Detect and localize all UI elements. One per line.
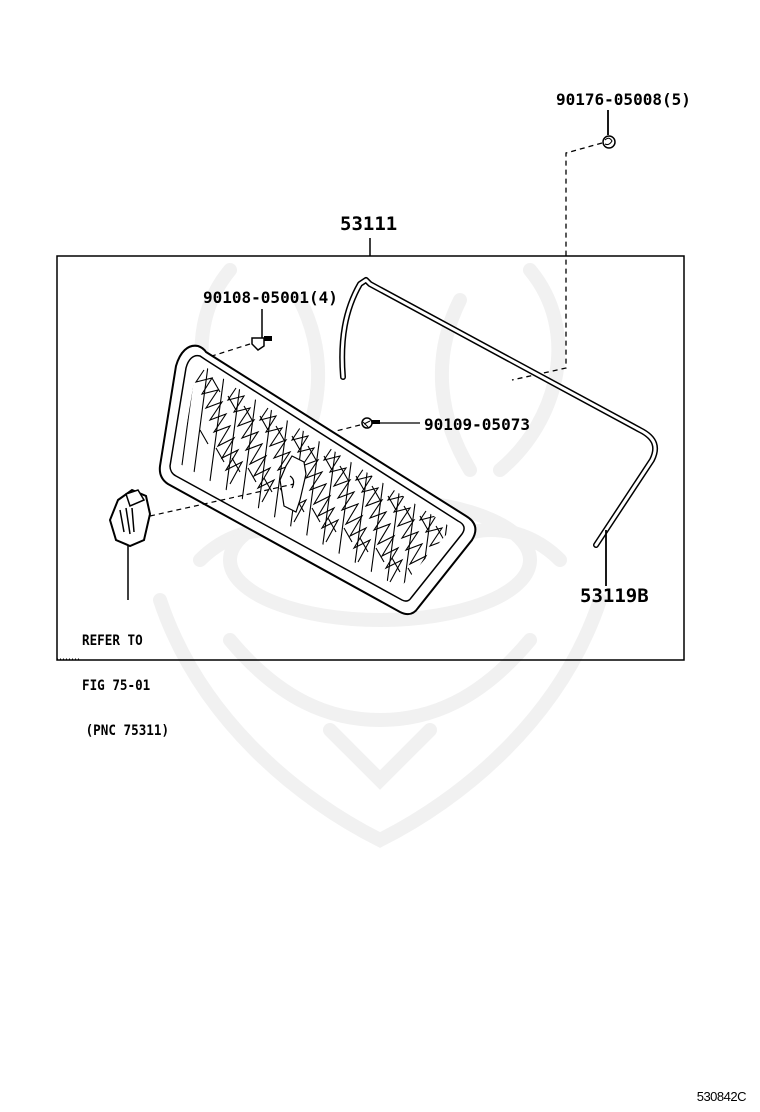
reference-line-2: FIG 75-01	[82, 678, 151, 694]
screw-part-number: 90109-05073	[424, 415, 530, 434]
grille-molding	[339, 277, 659, 548]
clip-dashed-path	[211, 343, 251, 357]
screw-icon	[361, 417, 380, 429]
emblem-icon	[108, 488, 152, 548]
figure-code: 530842C	[696, 1089, 747, 1104]
nut-part-number: 90176-05008(5)	[556, 90, 691, 109]
reference-line-1: REFER TO	[82, 633, 143, 649]
screw-dashed-path	[335, 424, 361, 432]
assembly-part-number: 53111	[340, 213, 398, 235]
clip-icon	[251, 336, 272, 351]
clip-part-number: 90108-05001(4)	[203, 288, 338, 307]
nut-icon	[602, 135, 616, 149]
molding-part-number: 53119B	[580, 585, 649, 607]
grille-body	[158, 344, 477, 616]
emblem-reference-note: REFER TO FIG 75-01 (PNC 75311)	[82, 604, 169, 754]
emblem-dashed-path	[149, 483, 295, 517]
reference-line-3: (PNC 75311)	[85, 723, 170, 739]
